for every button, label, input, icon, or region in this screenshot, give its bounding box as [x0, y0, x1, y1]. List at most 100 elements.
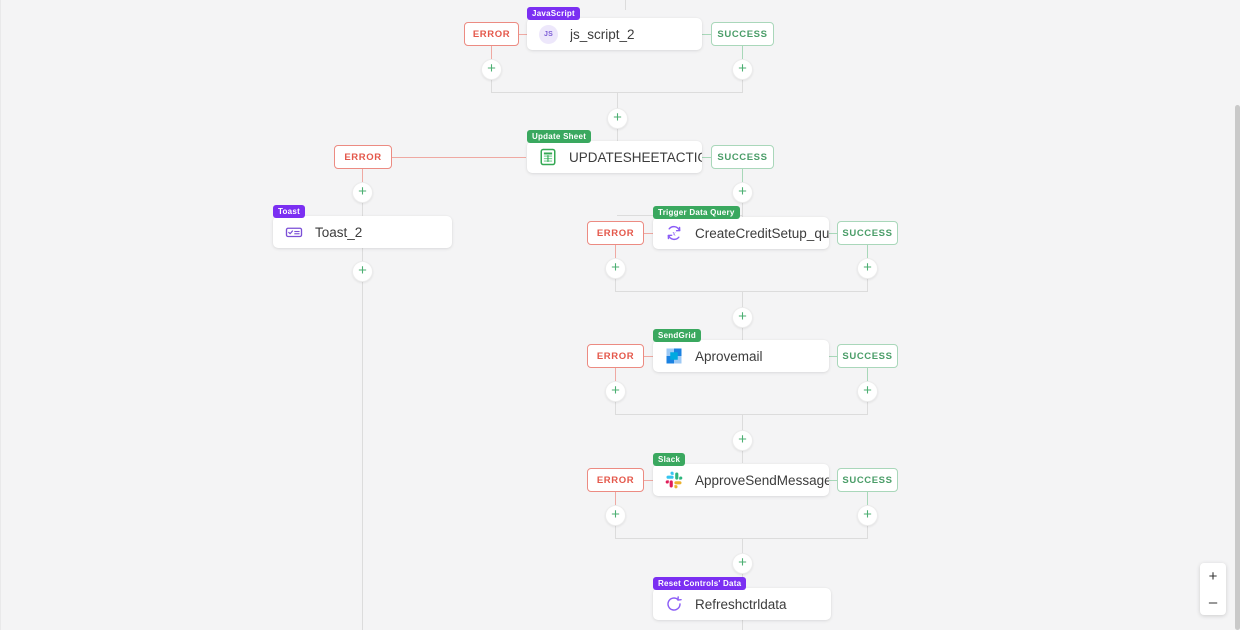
status-badge-error-js[interactable]: ERROR [464, 22, 519, 46]
connector-chip-slack-success [828, 480, 837, 481]
status-badge-error-query[interactable]: ERROR [587, 221, 644, 245]
node-badge-toast: Toast [273, 205, 305, 218]
workflow-node-aprovemail[interactable]: SendGrid Aprovemail [653, 329, 829, 372]
connector-mail-error-down [615, 368, 616, 381]
connector-js-error-down [491, 46, 492, 59]
connector-query-error-tail [615, 279, 616, 291]
google-sheets-icon [540, 148, 556, 166]
workflow-node-approvesendmessageto[interactable]: Slack ApproveSendMessageTo... [653, 453, 829, 496]
workflow-node-toast-2[interactable]: Toast Toast_2 [273, 205, 452, 248]
connector-query-success-down [867, 245, 868, 258]
connector-sheet-success-down [742, 169, 743, 182]
connector-query-error-down [615, 245, 616, 258]
vertical-scrollbar[interactable] [1235, 105, 1240, 630]
status-badge-success-sheet[interactable]: SUCCESS [711, 145, 774, 169]
svg-text:x: x [672, 230, 676, 238]
add-step-query-merge[interactable]: + [732, 307, 753, 328]
connector-query-merge [615, 291, 868, 292]
status-badge-success-js[interactable]: SUCCESS [711, 22, 774, 46]
connector-slack-error-tail [615, 526, 616, 538]
node-badge-update-sheet: Update Sheet [527, 130, 592, 143]
connector-chip-query-error [644, 233, 653, 234]
connector-slack-merge-down [742, 538, 743, 554]
node-badge-trigger-data-query: Trigger Data Query [653, 206, 740, 219]
connector-mail-success-tail [867, 402, 868, 414]
node-title: UPDATESHEETACTION [569, 149, 702, 165]
status-badge-success-query[interactable]: SUCCESS [837, 221, 898, 245]
add-step-js-merge[interactable]: + [607, 108, 628, 129]
zoom-control[interactable]: + – [1200, 563, 1226, 615]
status-badge-error-sheet[interactable]: ERROR [334, 145, 392, 169]
connector-mail-merge [615, 414, 868, 415]
add-step-query-error[interactable]: + [605, 258, 626, 279]
connector-chip-mail-success [828, 356, 837, 357]
connector-query-to-mail [742, 328, 743, 340]
connector-slack-success-tail [867, 526, 868, 538]
connector-js-to-sheet [617, 129, 618, 141]
workflow-node-js-script-2[interactable]: JavaScript JS js_script_2 [527, 7, 702, 50]
connector-query-stub [742, 205, 743, 217]
add-step-slack-success[interactable]: + [857, 505, 878, 526]
connector-incoming-top [625, 0, 626, 10]
connector-reset-tail [742, 620, 743, 630]
add-step-js-error[interactable]: + [481, 59, 502, 80]
workflow-node-createcreditsetup-query[interactable]: Trigger Data Query x CreateCreditSetup_q… [653, 206, 829, 249]
connector-chip-query-success [828, 233, 837, 234]
workflow-node-updatesheetaction[interactable]: Update Sheet UPDATESHEETACTION [527, 130, 702, 173]
slack-icon [665, 471, 683, 489]
add-step-toast-below[interactable]: + [352, 261, 373, 282]
connector-mail-to-slack [742, 451, 743, 463]
toast-notification-icon [285, 227, 303, 238]
node-badge-javascript: JavaScript [527, 7, 580, 20]
status-badge-error-mail[interactable]: ERROR [587, 344, 644, 368]
node-title: Refreshctrldata [695, 596, 787, 612]
status-badge-success-slack[interactable]: SUCCESS [837, 468, 898, 492]
add-step-slack-error[interactable]: + [605, 505, 626, 526]
status-badge-error-slack[interactable]: ERROR [587, 468, 644, 492]
sendgrid-icon [666, 348, 682, 364]
add-step-mail-merge[interactable]: + [732, 430, 753, 451]
connector-js-success-down [742, 46, 743, 59]
add-step-sheet-success[interactable]: + [732, 182, 753, 203]
workflow-node-refreshctrldata[interactable]: Reset Controls' Data Refreshctrldata [653, 577, 831, 620]
connector-chip-slack-error [644, 480, 653, 481]
connector-sheet-error-left [392, 157, 526, 158]
connector-query-merge-down [742, 291, 743, 307]
node-badge-slack: Slack [653, 453, 686, 466]
connector-mail-error-tail [615, 402, 616, 414]
add-step-mail-error[interactable]: + [605, 381, 626, 402]
status-badge-success-mail[interactable]: SUCCESS [837, 344, 898, 368]
add-step-js-success[interactable]: + [732, 59, 753, 80]
connector-chip-sheet-success [702, 157, 711, 158]
node-title: Aprovemail [695, 348, 763, 364]
connector-query-success-tail [867, 279, 868, 291]
connector-sheet-error-down [362, 169, 363, 182]
connector-chip-js-error [519, 34, 527, 35]
connector-js-merge-down [617, 92, 618, 108]
node-title: CreateCreditSetup_query [695, 225, 829, 241]
add-step-sheet-error[interactable]: + [352, 182, 373, 203]
connector-slack-merge [615, 538, 868, 539]
zoom-in-button[interactable]: + [1200, 563, 1226, 589]
node-badge-sendgrid: SendGrid [653, 329, 702, 342]
refresh-circle-icon [667, 596, 682, 611]
add-step-slack-merge[interactable]: + [732, 553, 753, 574]
javascript-icon: JS [539, 24, 558, 44]
connector-mail-merge-down [742, 414, 743, 430]
node-title: Toast_2 [315, 224, 363, 240]
node-badge-reset-controls-data: Reset Controls' Data [653, 577, 747, 590]
connector-slack-success-down [867, 492, 868, 505]
node-title: ApproveSendMessageTo... [695, 472, 829, 488]
connector-js-success-tail [742, 80, 743, 92]
add-step-mail-success[interactable]: + [857, 381, 878, 402]
connector-toast-branch [362, 203, 363, 630]
connector-js-error-tail [491, 80, 492, 92]
node-title: js_script_2 [570, 26, 635, 42]
connector-mail-success-down [867, 368, 868, 381]
data-query-icon: x [667, 225, 681, 241]
zoom-out-button[interactable]: – [1200, 589, 1226, 615]
add-step-query-success[interactable]: + [857, 258, 878, 279]
connector-chip-mail-error [644, 356, 653, 357]
connector-chip-js-success [702, 34, 711, 35]
